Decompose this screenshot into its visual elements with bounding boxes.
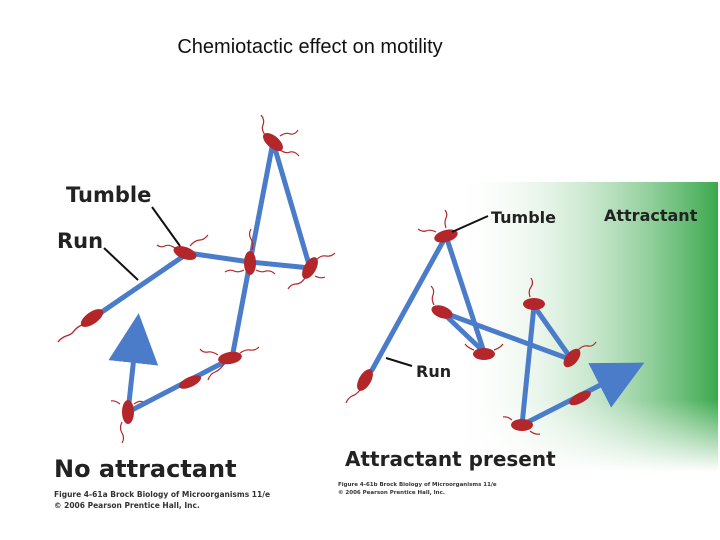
label-run: Run: [416, 362, 451, 381]
bacterium-icon: [563, 341, 597, 368]
panel-b-credit-line2: © 2006 Pearson Prentice Hall, Inc.: [338, 490, 445, 496]
panel-b-bacteria: [345, 209, 597, 435]
bacterium-icon: [156, 234, 209, 260]
run-path-segment: [270, 139, 313, 271]
panel-a-paths: [93, 139, 313, 415]
run-path-segment: [185, 250, 253, 265]
run-path-segment: [439, 309, 575, 363]
label-attractant: Attractant: [604, 206, 698, 225]
bacterium-icon: [523, 277, 545, 310]
label-pointer: [385, 357, 413, 367]
label-tumble: Tumble: [491, 208, 556, 227]
run-path-segment: [229, 259, 253, 361]
label-pointer: [451, 215, 489, 233]
panel-a-bacteria: [57, 114, 336, 444]
bacterium-icon: [260, 114, 300, 157]
bacterium-icon: [430, 285, 453, 319]
run-path-segment: [108, 313, 159, 415]
slide-title: Chemiotactic effect on motility: [177, 36, 443, 58]
run-path-segment: [369, 233, 449, 373]
panel-a-credit-line1: Figure 4-61a Brock Biology of Microorgan…: [54, 490, 270, 499]
run-path-segment: [247, 139, 276, 265]
bacterium-icon: [502, 416, 541, 435]
bacterium-icon: [57, 309, 104, 343]
run-path-segment: [443, 233, 487, 355]
bacterium-icon: [224, 228, 276, 275]
bacterium-icon: [199, 346, 260, 381]
label-run: Run: [57, 229, 103, 253]
bacterium-icon: [345, 369, 373, 404]
label-tumble: Tumble: [66, 183, 151, 207]
bacterium-icon: [417, 209, 458, 243]
panel-b-credit-line1: Figure 4-61b Brock Biology of Microorgan…: [338, 482, 497, 488]
run-path-segment: [439, 309, 487, 355]
run-path-segment: [531, 303, 575, 363]
run-path-segment: [93, 250, 191, 319]
panel-b-caption: Attractant present: [345, 447, 556, 471]
bacterium-icon: [464, 343, 504, 360]
attractant-gradient-fade: [450, 182, 718, 472]
run-path-segment: [247, 259, 313, 271]
panel-a-credit-line2: © 2006 Pearson Prentice Hall, Inc.: [54, 501, 200, 510]
label-pointer: [103, 247, 139, 281]
bacterium-icon: [178, 375, 202, 389]
panel-a-caption: No attractant: [54, 455, 237, 483]
run-path-segment: [519, 303, 537, 428]
panel-b-paths: [369, 233, 645, 428]
bacterium-icon: [569, 390, 591, 406]
label-pointer: [151, 206, 181, 247]
bacterium-icon: [287, 252, 336, 290]
bacterium-icon: [110, 400, 144, 444]
